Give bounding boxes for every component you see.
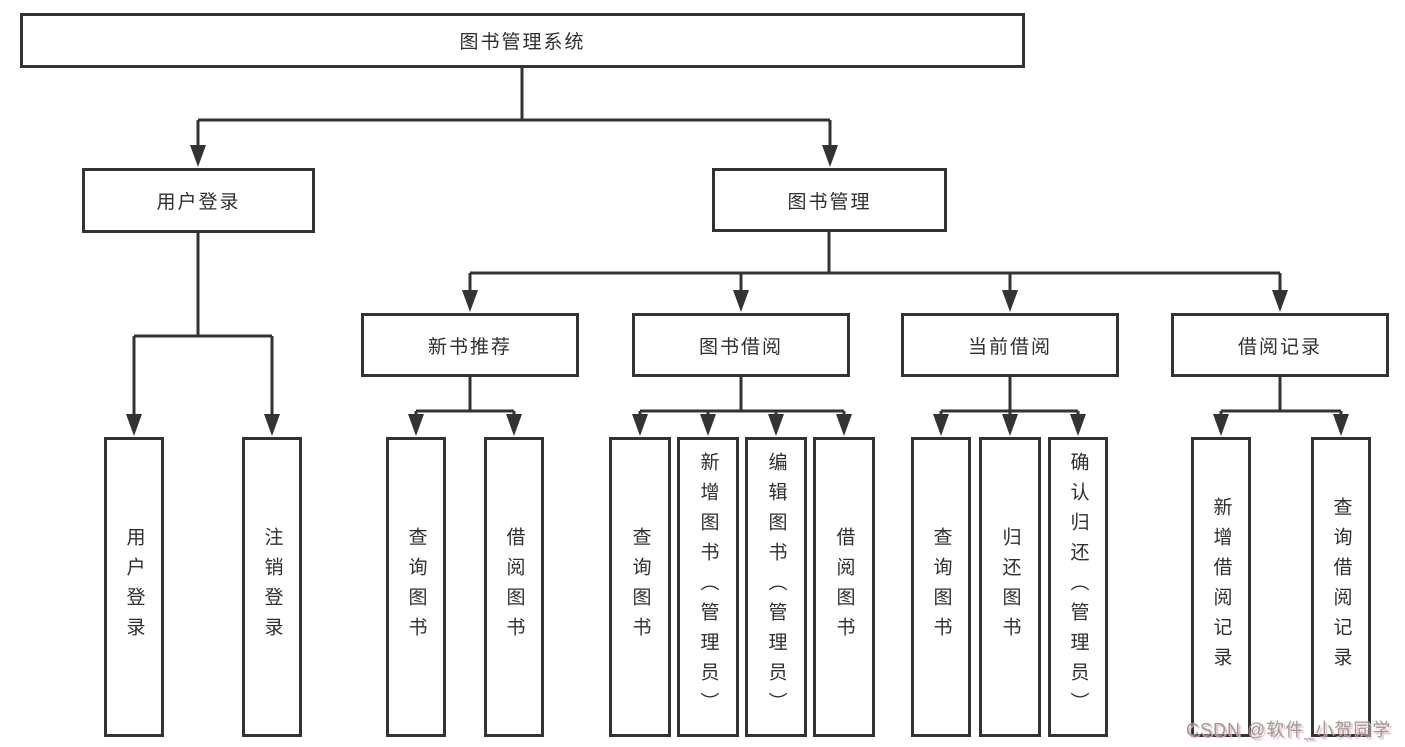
leaf-borrow-book: 借阅图书 (813, 437, 875, 737)
leaf-label: 注销登录 (261, 527, 283, 647)
leaf-label: 新增图书（管理员） (697, 452, 719, 722)
leaf-add-borrow-record: 新增借阅记录 (1191, 437, 1251, 737)
connector-line (132, 233, 274, 418)
arrowhead-icon (933, 414, 949, 436)
arrowhead-icon (408, 414, 424, 436)
arrowhead-icon (1272, 290, 1288, 312)
arrowhead-icon (836, 414, 852, 436)
arrowhead-icon (1213, 414, 1229, 436)
csdn-watermark: CSDN @软件_小贺同学 (1186, 720, 1392, 740)
arrowhead-icon (822, 145, 838, 167)
leaf-borrow-query-book: 查询图书 (609, 437, 671, 737)
leaf-return-book: 归还图书 (979, 437, 1041, 737)
leaf-label: 用户登录 (123, 527, 145, 647)
arrowhead-icon (1333, 414, 1349, 436)
leaf-current-query-book: 查询图书 (911, 437, 971, 737)
connector-line (1219, 377, 1343, 418)
node-borrow-records: 借阅记录 (1171, 313, 1389, 377)
leaf-label: 查询图书 (629, 527, 651, 647)
arrowhead-icon (700, 414, 716, 436)
leaf-label: 编辑图书（管理员） (765, 452, 787, 722)
connector-line (638, 377, 846, 418)
arrowhead-icon (126, 414, 142, 436)
arrowhead-icon (733, 290, 749, 312)
arrowhead-icon (768, 414, 784, 436)
leaf-label: 新增借阅记录 (1210, 497, 1232, 677)
leaf-label: 查询图书 (405, 527, 427, 647)
connector-line (939, 377, 1080, 418)
node-user-login: 用户登录 (82, 168, 315, 233)
connector-line (414, 377, 516, 418)
leaf-query-borrow-record: 查询借阅记录 (1311, 437, 1371, 737)
arrowhead-icon (1070, 414, 1086, 436)
arrowhead-icon (264, 414, 280, 436)
node-book-management: 图书管理 (712, 168, 947, 232)
leaf-label: 查询借阅记录 (1330, 497, 1352, 677)
leaf-label: 确认归还（管理员） (1067, 452, 1089, 722)
node-current-borrow: 当前借阅 (901, 313, 1119, 377)
connector-line (468, 232, 1282, 294)
arrowhead-icon (190, 145, 206, 167)
arrowhead-icon (1002, 414, 1018, 436)
leaf-confirm-return-admin: 确认归还（管理员） (1048, 437, 1108, 737)
leaf-label: 查询图书 (930, 527, 952, 647)
arrowhead-icon (462, 290, 478, 312)
leaf-edit-book-admin: 编辑图书（管理员） (745, 437, 807, 737)
node-library-system: 图书管理系统 (20, 13, 1025, 68)
node-new-book-recommend: 新书推荐 (361, 313, 579, 377)
leaf-recommend-borrow-book: 借阅图书 (484, 437, 544, 737)
node-book-borrow: 图书借阅 (632, 313, 850, 377)
leaf-label: 借阅图书 (833, 527, 855, 647)
leaf-label: 借阅图书 (503, 527, 525, 647)
leaf-logout: 注销登录 (242, 437, 302, 737)
arrowhead-icon (1002, 290, 1018, 312)
leaf-user-login: 用户登录 (104, 437, 164, 737)
leaf-label: 归还图书 (999, 527, 1021, 647)
connector-line (196, 68, 832, 148)
leaf-add-book-admin: 新增图书（管理员） (677, 437, 739, 737)
arrowhead-icon (506, 414, 522, 436)
leaf-recommend-query-book: 查询图书 (386, 437, 446, 737)
arrowhead-icon (632, 414, 648, 436)
